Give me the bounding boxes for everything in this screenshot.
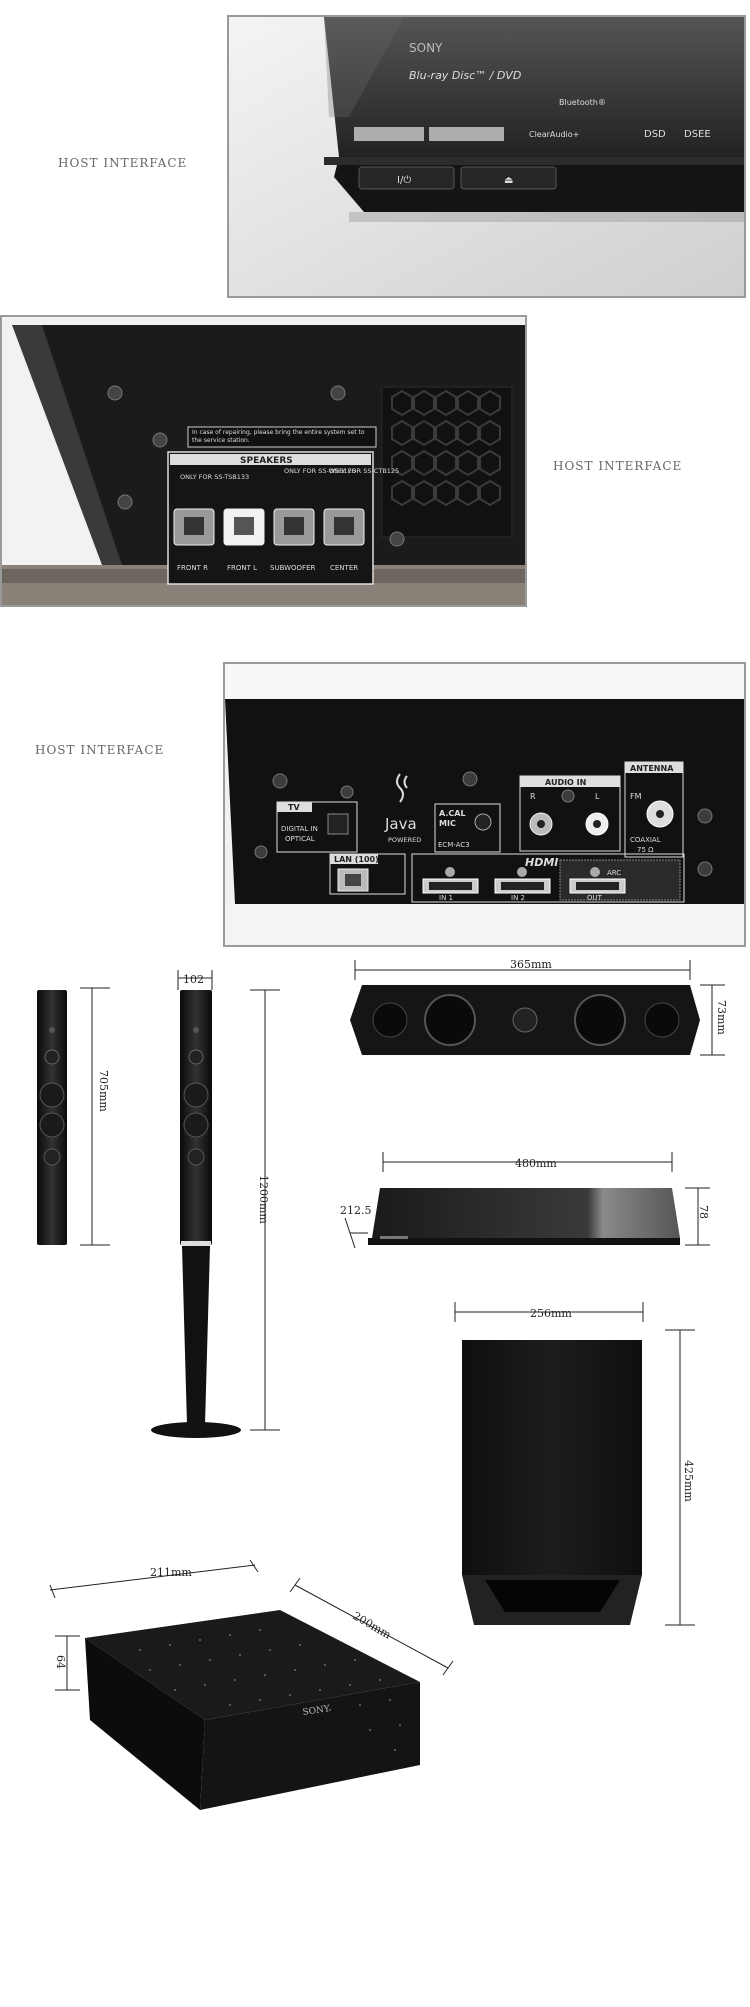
optical-label: OPTICAL — [285, 835, 315, 843]
svg-text:CENTER: CENTER — [330, 564, 358, 572]
center-speaker-drawing: 365mm 73mm — [350, 958, 728, 1056]
svg-text:ARC: ARC — [607, 869, 621, 877]
digital-in-label: DIGITAL IN — [281, 825, 318, 833]
player-height-label: 78 — [697, 1205, 710, 1219]
antenna-label: ANTENNA — [630, 764, 674, 773]
port-front-l: FRONT L — [223, 508, 265, 572]
tall-speaker-height-label: 1200mm — [257, 1175, 270, 1224]
lan-label: LAN (100) — [334, 855, 379, 864]
svg-text:IN 1: IN 1 — [439, 894, 453, 902]
svg-text:I/⏻: I/⏻ — [397, 175, 411, 186]
audio-l-label: L — [595, 792, 600, 801]
panel-bluray-text: Blu-ray Disc™ / DVD — [409, 69, 521, 82]
svg-text:IN 2: IN 2 — [511, 894, 525, 902]
java-logo: Java POWERED — [384, 773, 421, 844]
acal-label: A.CAL — [439, 809, 466, 818]
svg-text:SUBWOOFER: SUBWOOFER — [270, 564, 316, 572]
hdmi-out-port: ARC OUT — [559, 859, 681, 902]
svg-text:POWERED: POWERED — [388, 836, 421, 844]
photo-rear-panel: TV DIGITAL IN OPTICAL Java POWERED A.CAL… — [223, 662, 746, 947]
speakers-title: SPEAKERS — [240, 456, 293, 466]
eject-button[interactable]: ⏏ — [460, 166, 557, 190]
player-drawing: 480mm 212.5 78 — [340, 1152, 710, 1249]
only-for-wsb: ONLY FOR SS-WSB125 — [284, 467, 356, 475]
small-speaker-drawing: 705mm — [37, 987, 110, 1246]
panel-dsee-text: DSEE — [684, 129, 711, 140]
player-depth-label: 212.5 — [340, 1204, 372, 1217]
section-label-photo3: HOST INTERFACE — [35, 743, 165, 757]
panel-brand-text: SONY — [409, 41, 443, 55]
section-label-photo2: HOST INTERFACE — [553, 459, 683, 473]
only-for-tsb: ONLY FOR SS-TSB133 — [180, 473, 249, 481]
subwoofer-drawing: 256mm 425mm — [454, 1302, 695, 1626]
center-speaker-width-label: 365mm — [510, 958, 552, 971]
photo-player-front: SONY Blu-ray Disc™ / DVD Bluetooth® Clea… — [227, 15, 746, 298]
photo-speaker-terminals: In case of repairing, please bring the e… — [0, 315, 527, 607]
center-speaker-height-label: 73mm — [715, 1000, 728, 1035]
player-width-label: 480mm — [515, 1157, 557, 1170]
box-depth-label: 200mm — [351, 1609, 394, 1641]
audio-r-label: R — [530, 792, 536, 801]
box-brand: SONY — [302, 1704, 332, 1718]
coaxial-label: COAXIAL — [630, 836, 661, 844]
box-height-label: 64 — [54, 1655, 67, 1669]
box-width-label: 211mm — [150, 1566, 192, 1579]
tall-speaker-drawing: 102 1200mm — [151, 970, 280, 1438]
ohm-label: 75 Ω — [637, 846, 654, 854]
hdmi-label: HDMI — [525, 856, 558, 869]
ecm-label: ECM-AC3 — [438, 841, 470, 849]
power-button[interactable]: I/⏻ — [358, 166, 455, 190]
panel-bluetooth-text: Bluetooth® — [559, 98, 606, 107]
tall-speaker-width-label: 102 — [183, 973, 204, 986]
small-speaker-height-label: 705mm — [97, 1070, 110, 1112]
svg-text:FRONT L: FRONT L — [227, 564, 257, 572]
port-front-r: FRONT R — [173, 508, 215, 572]
box-drawing: 211mm 200mm SONY 64 — [49, 1559, 454, 1810]
port-subwoofer: SUBWOOFER — [270, 508, 316, 572]
only-for-ctb: ONLY FOR SS-CTB125 — [329, 467, 399, 475]
svg-text:OUT: OUT — [587, 894, 603, 902]
mic-label: MIC — [439, 819, 456, 828]
hdmi-in2-port: IN 2 — [494, 867, 551, 902]
panel-dsd-text: DSD — [644, 129, 666, 140]
svg-text:Java: Java — [384, 815, 417, 833]
repair-note: In case of repairing, please bring the e… — [192, 429, 365, 444]
panel-clearaudio-text: ClearAudio+ — [529, 130, 579, 139]
tv-label: TV — [288, 803, 300, 812]
subwoofer-width-label: 256mm — [530, 1307, 572, 1320]
subwoofer-height-label: 425mm — [682, 1460, 695, 1502]
hdmi-in1-port: IN 1 — [422, 867, 479, 902]
port-center: CENTER — [323, 508, 365, 572]
audio-in-label: AUDIO IN — [545, 778, 586, 787]
svg-text:FRONT R: FRONT R — [177, 564, 208, 572]
section-label-photo1: HOST INTERFACE — [58, 156, 188, 170]
dimension-drawings: 705mm 102 1200mm 365mm 73mm — [37, 958, 728, 1810]
fm-label: FM — [630, 792, 642, 801]
svg-text:⏏: ⏏ — [504, 175, 513, 186]
